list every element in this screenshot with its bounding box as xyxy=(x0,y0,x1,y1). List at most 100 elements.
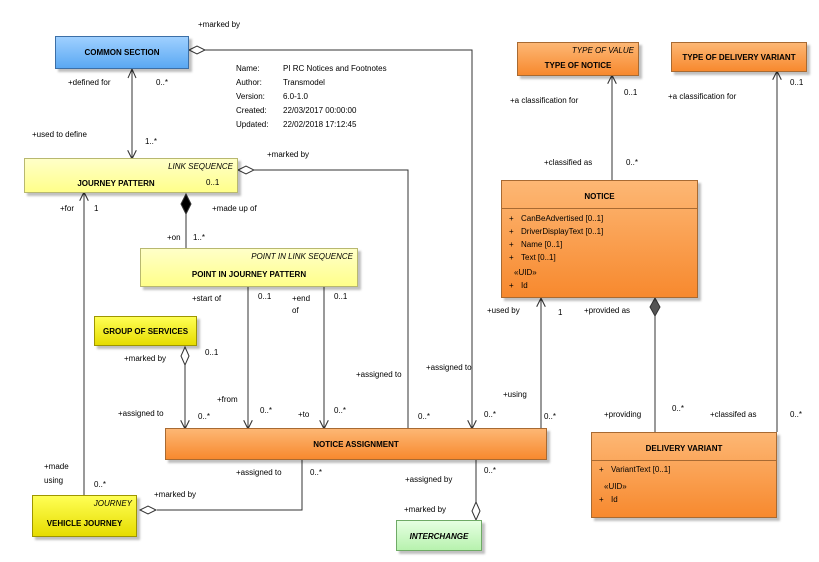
role-label: +provided as xyxy=(584,306,631,315)
role-label: +using xyxy=(503,390,527,399)
attribute-row: +VariantText [0..1] xyxy=(599,465,671,474)
class-group-of-services[interactable]: GROUP OF SERVICES xyxy=(94,316,197,346)
class-notice[interactable]: NOTICE +CanBeAdvertised [0..1] +DriverDi… xyxy=(501,180,698,298)
role-label: +for xyxy=(60,204,75,213)
meta-author-value: Transmodel xyxy=(283,78,325,87)
multiplicity-label: 1 xyxy=(94,204,99,213)
aggregation-diamond-group-of-services xyxy=(180,345,190,367)
class-name: JOURNEY PATTERN xyxy=(77,179,155,188)
meta-version-label: Version: xyxy=(236,92,265,101)
attribute-row: +Text [0..1] xyxy=(509,253,556,262)
role-label: +made xyxy=(44,462,69,471)
role-label: +made up of xyxy=(212,204,257,213)
class-stereotype: LINK SEQUENCE xyxy=(168,162,233,171)
uid-stereotype: «UID» xyxy=(514,268,537,277)
multiplicity-label: 0..* xyxy=(418,412,431,421)
multiplicity-label: 0..* xyxy=(334,406,347,415)
attribute-row: +DriverDisplayText [0..1] xyxy=(509,227,604,236)
class-divider xyxy=(592,460,776,461)
role-label: +end xyxy=(292,294,311,303)
class-name: INTERCHANGE xyxy=(409,532,469,541)
multiplicity-label: 0..* xyxy=(544,412,557,421)
multiplicity-label: 0..1 xyxy=(624,88,638,97)
composition-diamond-journey-pattern xyxy=(180,192,192,216)
multiplicity-label: 1..* xyxy=(193,233,206,242)
role-label: +a classification for xyxy=(668,92,737,101)
class-stereotype: POINT IN LINK SEQUENCE xyxy=(251,252,353,261)
meta-author-label: Author: xyxy=(236,78,262,87)
class-name: TYPE OF DELIVERY VARIANT xyxy=(682,53,796,62)
role-label: +assigned to xyxy=(356,370,402,379)
class-stereotype: JOURNEY xyxy=(93,499,132,508)
attribute-row: +CanBeAdvertised [0..1] xyxy=(509,214,604,223)
role-label: using xyxy=(44,476,64,485)
multiplicity-label: 0..* xyxy=(310,468,323,477)
multiplicity-label: 0..1 xyxy=(334,292,348,301)
link-vehicle-journey-notice-assignment xyxy=(157,460,303,511)
class-point-in-journey-pattern[interactable]: POINT IN LINK SEQUENCE POINT IN JOURNEY … xyxy=(140,248,358,287)
multiplicity-label: 1 xyxy=(558,308,563,317)
multiplicity-label: 0..* xyxy=(94,480,107,489)
role-label: +a classification for xyxy=(510,96,579,105)
class-vehicle-journey[interactable]: JOURNEY VEHICLE JOURNEY xyxy=(32,495,137,537)
class-name: VEHICLE JOURNEY xyxy=(46,519,123,528)
role-label: +classified as xyxy=(544,158,593,167)
role-label: +marked by xyxy=(154,490,197,499)
class-delivery-variant[interactable]: DELIVERY VARIANT +VariantText [0..1] «UI… xyxy=(591,432,777,518)
meta-name-value: PI RC Notices and Footnotes xyxy=(283,64,387,73)
class-name: NOTICE xyxy=(584,192,615,201)
class-name: NOTICE ASSIGNMENT xyxy=(313,440,399,449)
role-label: +defined for xyxy=(68,78,111,87)
meta-updated-label: Updated: xyxy=(236,120,269,129)
class-stereotype: TYPE OF VALUE xyxy=(571,46,634,55)
multiplicity-label: 0..1 xyxy=(205,348,219,357)
class-journey-pattern[interactable]: LINK SEQUENCE JOURNEY PATTERN xyxy=(24,158,238,193)
multiplicity-label: 1..* xyxy=(145,137,158,146)
class-name: COMMON SECTION xyxy=(84,48,160,57)
attribute-row: +Id xyxy=(509,281,528,290)
class-name: DELIVERY VARIANT xyxy=(645,444,723,453)
multiplicity-label: 0..* xyxy=(260,406,273,415)
class-name: POINT IN JOURNEY PATTERN xyxy=(191,270,307,279)
role-label: +assigned by xyxy=(405,475,453,484)
multiplicity-label: 0..* xyxy=(198,412,211,421)
class-common-section[interactable]: COMMON SECTION xyxy=(55,36,189,69)
multiplicity-label: 0..* xyxy=(672,404,685,413)
multiplicity-label: 0..1 xyxy=(790,78,804,87)
link-common-section-notice-assignment xyxy=(205,49,472,428)
class-interchange[interactable]: INTERCHANGE xyxy=(396,520,482,551)
role-label: +assigned to xyxy=(118,409,164,418)
class-type-of-notice[interactable]: TYPE OF VALUE TYPE OF NOTICE xyxy=(517,42,639,76)
role-label: +to xyxy=(298,410,310,419)
aggregation-diamond-journey-pattern xyxy=(236,165,256,175)
class-type-of-delivery-variant[interactable]: TYPE OF DELIVERY VARIANT xyxy=(671,42,807,72)
multiplicity-label: 0..* xyxy=(790,410,803,419)
role-label: +providing xyxy=(604,410,642,419)
role-label: +on xyxy=(167,233,181,242)
role-label: of xyxy=(292,306,299,315)
role-label: +start of xyxy=(192,294,222,303)
meta-created-value: 22/03/2017 00:00:00 xyxy=(283,106,357,115)
multiplicity-label: 0..1 xyxy=(206,178,220,187)
attribute-row: +Name [0..1] xyxy=(509,240,563,249)
aggregation-diamond-interchange xyxy=(471,500,481,522)
aggregation-diamond-common-section xyxy=(187,45,207,55)
role-label: +marked by xyxy=(404,505,447,514)
link-journey-pattern-notice-assignment xyxy=(254,169,409,428)
class-name: TYPE OF NOTICE xyxy=(544,61,612,70)
role-label: +assigned to xyxy=(236,468,282,477)
class-divider xyxy=(502,208,697,209)
meta-created-label: Created: xyxy=(236,106,267,115)
role-label: +marked by xyxy=(124,354,167,363)
class-notice-assignment[interactable]: NOTICE ASSIGNMENT xyxy=(165,428,547,460)
meta-name-label: Name: xyxy=(236,64,260,73)
role-label: +from xyxy=(217,395,238,404)
multiplicity-label: 0..1 xyxy=(258,292,272,301)
role-label: +assigned to xyxy=(426,363,472,372)
multiplicity-label: 0..* xyxy=(484,466,497,475)
aggregation-diamond-notice xyxy=(649,296,661,318)
aggregation-diamond-vehicle-journey xyxy=(138,505,158,515)
role-label: +marked by xyxy=(198,20,241,29)
role-label: +classifed as xyxy=(710,410,757,419)
